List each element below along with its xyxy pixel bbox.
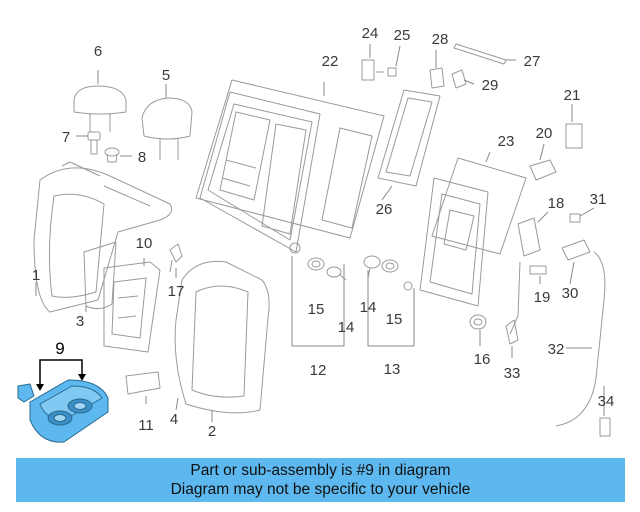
part-21-button[interactable] — [565, 123, 583, 149]
part-27-rod[interactable] — [453, 43, 507, 65]
part-10-armrest-cover[interactable] — [103, 261, 161, 353]
part-7-guide[interactable] — [87, 131, 101, 155]
part-5-headrest[interactable] — [141, 97, 193, 160]
part-33-cable[interactable] — [505, 261, 521, 345]
callout-19: 19 — [534, 289, 551, 306]
callout-15-left: 15 — [308, 301, 325, 318]
part-24-clip[interactable] — [361, 59, 375, 81]
callout-labels: 1 2 3 4 5 6 7 8 9 10 11 12 13 14 14 15 1… — [32, 25, 615, 440]
part-34-clip[interactable] — [599, 417, 611, 437]
part-11-pad[interactable] — [125, 371, 161, 395]
callout-16: 16 — [474, 351, 491, 368]
callout-29: 29 — [482, 77, 499, 94]
part-14-bolt-left[interactable] — [326, 266, 347, 281]
callout-1: 1 — [32, 267, 40, 284]
callout-7: 7 — [62, 129, 70, 146]
part-26-panel[interactable] — [377, 89, 441, 187]
callout-9-bracket — [39, 359, 83, 386]
callout-9: 9 — [55, 339, 64, 358]
callout-12: 12 — [310, 362, 327, 379]
part-1-seatback-cover[interactable] — [33, 161, 173, 313]
callout-14-left: 14 — [338, 319, 355, 336]
part-30-handle[interactable] — [561, 239, 591, 261]
callout-14-right: 14 — [360, 299, 377, 316]
callout-32: 32 — [548, 341, 565, 358]
callout-28: 28 — [432, 31, 449, 48]
part-18-latch[interactable] — [517, 217, 541, 257]
callout-23: 23 — [498, 133, 515, 150]
part-15-bushing-left[interactable] — [307, 257, 325, 271]
part-8-guide[interactable] — [104, 147, 120, 163]
callout-22: 22 — [322, 53, 339, 70]
callout-3: 3 — [76, 313, 84, 330]
callout-2: 2 — [208, 423, 216, 440]
callout-10: 10 — [136, 235, 153, 252]
part-31-bolt[interactable] — [569, 213, 581, 223]
callout-18: 18 — [548, 195, 565, 212]
part-17-clip[interactable] — [169, 243, 183, 273]
part-6-headrest[interactable] — [73, 85, 127, 132]
callout-11: 11 — [138, 417, 154, 434]
part-28-clip[interactable] — [429, 67, 445, 89]
info-banner: Part or sub-assembly is #9 in diagram Di… — [16, 458, 625, 502]
callout-31: 31 — [590, 191, 607, 208]
callout-20: 20 — [536, 125, 553, 142]
callout-34: 34 — [598, 393, 615, 410]
callout-24: 24 — [362, 25, 379, 42]
part-29-clip[interactable] — [451, 69, 467, 89]
callout-30: 30 — [562, 285, 579, 302]
banner-line-1: Part or sub-assembly is #9 in diagram — [190, 462, 451, 479]
callout-17: 17 — [168, 283, 185, 300]
part-20-bezel[interactable] — [529, 159, 557, 181]
callout-13: 13 — [384, 361, 401, 378]
banner-line-2: Diagram may not be specific to your vehi… — [170, 481, 471, 498]
callout-33: 33 — [504, 365, 521, 382]
callout-21: 21 — [564, 87, 581, 104]
callout-25: 25 — [394, 27, 411, 44]
part-3-trim-pad[interactable] — [83, 241, 117, 310]
callout-15-right: 15 — [386, 311, 403, 328]
part-32-cable[interactable] — [555, 251, 606, 427]
part-14-bolt-right[interactable] — [363, 255, 381, 279]
part-9-highlighted-armrest[interactable] — [17, 379, 109, 443]
callout-27: 27 — [524, 53, 541, 70]
parts-diagram: 1 2 3 4 5 6 7 8 9 10 11 12 13 14 14 15 1… — [17, 25, 615, 443]
callout-8: 8 — [138, 149, 146, 166]
part-19-bolt[interactable] — [529, 265, 547, 275]
callout-6: 6 — [94, 43, 102, 60]
part-25-bolt[interactable] — [376, 67, 397, 77]
part-2-seatback-pad[interactable] — [174, 260, 270, 414]
part-23-seatback-frame[interactable] — [403, 157, 527, 307]
callout-4: 4 — [170, 411, 178, 428]
part-15-bushing-right[interactable] — [381, 259, 399, 273]
callout-5: 5 — [162, 67, 170, 84]
callout-9-arrowheads — [36, 374, 86, 391]
callout-26: 26 — [376, 201, 393, 218]
part-16-cap[interactable] — [469, 314, 487, 330]
part-22-seatback-frame[interactable] — [195, 79, 385, 254]
